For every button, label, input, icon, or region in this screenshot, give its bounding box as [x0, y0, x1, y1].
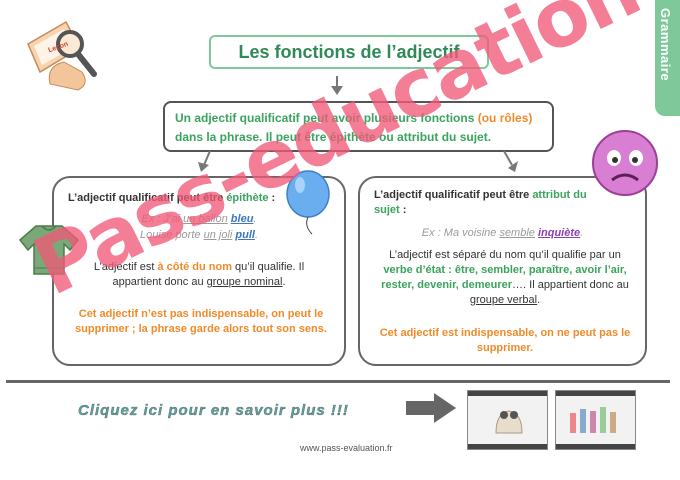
- attribut-card: L’adjectif qualificatif peut être attrib…: [358, 176, 647, 366]
- page-title-box: Les fonctions de l’adjectif: [209, 35, 489, 69]
- sweater-icon: [18, 225, 80, 275]
- video-thumbnail-1[interactable]: [467, 390, 548, 450]
- attribut-note: Cet adjectif est indispensable, on ne pe…: [379, 327, 631, 354]
- intro-text-roles: (ou rôles): [477, 111, 533, 125]
- epithete-example-1: Ex : J’ai un ballon bleu.: [141, 213, 257, 225]
- arrow-down-left-icon: [198, 150, 211, 172]
- epithete-note: Cet adjectif n’est pas indispensable, on…: [75, 308, 327, 335]
- epithete-example-2: Louise porte un joli pull.: [139, 229, 259, 241]
- page-title: Les fonctions de l’adjectif: [238, 41, 460, 62]
- grammar-tab: Grammaire: [655, 0, 680, 116]
- epithete-explanation: L’adjectif est à côté du nom qu’il quali…: [93, 261, 305, 288]
- epithete-heading: L’adjectif qualificatif peut être épithè…: [68, 192, 276, 204]
- worried-face-icon: [592, 130, 658, 196]
- grammar-tab-label: Grammaire: [658, 8, 673, 82]
- divider: [6, 380, 670, 383]
- footer-url[interactable]: www.pass-evaluation.fr: [300, 443, 393, 453]
- balloon-icon: [286, 170, 330, 235]
- intro-text-1: Un adjectif qualificatif peut avoir plus…: [175, 111, 478, 125]
- video-thumbnail-2[interactable]: [555, 390, 636, 450]
- arrow-down-right-icon: [503, 150, 518, 172]
- intro-box: Un adjectif qualificatif peut avoir plus…: [163, 101, 554, 152]
- more-info-link[interactable]: Cliquez ici pour en savoir plus !!!: [78, 402, 349, 419]
- magnifier-icon: [27, 20, 97, 91]
- arrow-down-icon: [331, 76, 343, 95]
- intro-text-2: dans la phrase. Il peut être épithète ou…: [175, 130, 492, 144]
- attribut-explanation: L’adjectif est séparé du nom qu’il quali…: [381, 249, 629, 306]
- arrow-right-icon[interactable]: [406, 392, 458, 424]
- attribut-heading: L’adjectif qualificatif peut être attrib…: [374, 189, 587, 216]
- attribut-example-1: Ex : Ma voisine semble inquiète.: [421, 227, 584, 239]
- lesson-badge: Leçon: [20, 14, 100, 92]
